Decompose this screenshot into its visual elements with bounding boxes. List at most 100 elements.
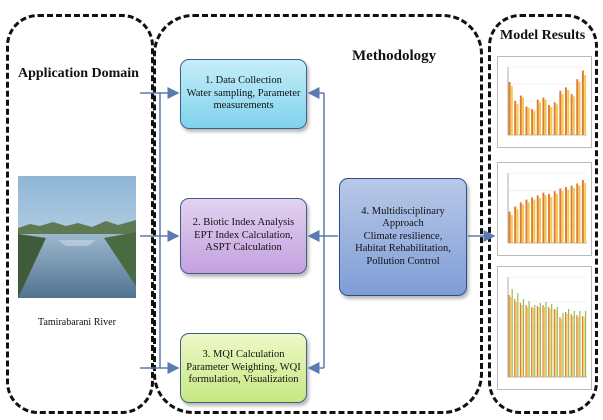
chart-bar bbox=[510, 297, 512, 377]
result-chart-2 bbox=[497, 162, 592, 256]
chart-bar bbox=[564, 312, 567, 377]
chart-bar bbox=[545, 302, 547, 377]
chart-bar bbox=[517, 293, 519, 377]
chart-bar bbox=[572, 187, 575, 243]
step-data-collection: 1. Data Collection Water sampling, Param… bbox=[180, 59, 307, 129]
chart-bar bbox=[561, 94, 564, 135]
chart-bar bbox=[510, 86, 513, 135]
chart-bar bbox=[572, 316, 574, 377]
chart-bar bbox=[532, 308, 534, 377]
chart-bar bbox=[581, 70, 584, 135]
step-line: 3. MQI Calculation bbox=[202, 349, 285, 361]
chart-bar bbox=[508, 211, 511, 243]
chart-bar bbox=[570, 94, 573, 135]
chart-bar bbox=[561, 191, 564, 243]
chart-bar bbox=[573, 311, 575, 377]
chart-bar bbox=[526, 307, 529, 377]
chart-bar bbox=[567, 189, 570, 243]
chart-bar bbox=[584, 75, 587, 135]
chart-bar bbox=[527, 107, 530, 135]
chart-bar bbox=[556, 307, 558, 377]
chart-bar bbox=[579, 311, 581, 377]
chart-bar bbox=[578, 185, 581, 243]
chart-bar bbox=[525, 199, 528, 243]
chart-bar bbox=[539, 303, 541, 377]
chart-axis bbox=[507, 277, 587, 378]
chart-bar bbox=[508, 295, 510, 377]
chart-bar bbox=[514, 299, 516, 377]
chart-bar bbox=[525, 106, 528, 135]
chart-bar bbox=[539, 198, 541, 243]
chart-bar bbox=[531, 109, 534, 135]
chart-bar bbox=[528, 301, 530, 377]
chart-bar bbox=[533, 110, 536, 135]
chart-bar bbox=[510, 215, 513, 243]
chart-bar bbox=[549, 309, 551, 377]
chart-bar bbox=[584, 311, 587, 377]
chart-bar bbox=[568, 309, 570, 377]
result-chart-1 bbox=[497, 56, 592, 148]
chart-bar bbox=[514, 101, 517, 135]
chart-bar bbox=[525, 305, 527, 377]
chart-bar bbox=[516, 103, 519, 135]
chart-bar bbox=[522, 204, 525, 243]
chart-bar bbox=[550, 196, 553, 243]
chart-bar bbox=[576, 183, 579, 243]
step-line: EPT Index Calculation, bbox=[194, 229, 293, 241]
methodology-title: Methodology bbox=[352, 48, 437, 64]
chart-bar bbox=[534, 305, 536, 377]
chart-bar bbox=[553, 191, 556, 243]
chart-bar bbox=[553, 102, 556, 135]
chart-bar bbox=[533, 199, 536, 243]
step-multidisciplinary: 4. Multidisciplinary Approach Climate re… bbox=[339, 178, 467, 296]
chart-bar bbox=[583, 317, 585, 377]
chart-bar bbox=[564, 87, 567, 135]
chart-bar bbox=[536, 195, 539, 243]
chart-bar bbox=[562, 313, 564, 377]
chart-bar bbox=[508, 81, 511, 135]
chart-bar bbox=[564, 187, 567, 243]
chart-bar bbox=[521, 305, 523, 377]
chart-bar bbox=[536, 306, 538, 377]
chart-bar bbox=[519, 303, 522, 377]
chart-bar bbox=[548, 307, 550, 377]
step-line: Approach bbox=[382, 218, 424, 230]
chart-bar bbox=[519, 95, 522, 135]
chart-bar bbox=[553, 309, 555, 377]
step-line: Water sampling, Parameter bbox=[186, 87, 301, 99]
chart-bar bbox=[519, 202, 522, 243]
chart-bar bbox=[559, 188, 562, 243]
step-line: Habitat Rehabilitation, bbox=[355, 243, 451, 255]
chart-bar bbox=[536, 99, 539, 135]
river-photo bbox=[18, 176, 136, 298]
model-results-panel bbox=[488, 14, 598, 414]
application-domain-title: Application Domain bbox=[18, 66, 139, 81]
step-line: 2. Biotic Index Analysis bbox=[192, 217, 295, 229]
chart-bar bbox=[542, 97, 545, 135]
chart-bar bbox=[522, 97, 525, 135]
chart-bar bbox=[515, 302, 517, 377]
chart-bar bbox=[531, 307, 533, 377]
chart-bar bbox=[555, 194, 558, 243]
step-line: 1. Data Collection bbox=[205, 75, 282, 87]
chart-bar bbox=[538, 307, 540, 377]
chart-bar bbox=[578, 81, 581, 135]
step-biotic-index: 2. Biotic Index Analysis EPT Index Calcu… bbox=[180, 198, 307, 274]
step-line: Pollution Control bbox=[366, 255, 440, 267]
chart-bar bbox=[516, 209, 519, 243]
step-line: Climate resilience, bbox=[363, 230, 443, 242]
step-line: ASPT Calculation bbox=[205, 242, 282, 254]
chart-bar bbox=[570, 314, 572, 377]
chart-bar bbox=[576, 315, 578, 377]
chart-bar bbox=[555, 310, 557, 377]
chart-bar bbox=[577, 317, 579, 377]
chart-bar bbox=[542, 192, 545, 243]
chart-bar bbox=[559, 317, 561, 377]
chart-bar bbox=[548, 105, 551, 135]
chart-bar bbox=[584, 182, 587, 243]
step-line: 4. Multidisciplinary bbox=[361, 205, 445, 217]
chart-bar bbox=[544, 99, 547, 135]
step-mqi-calculation: 3. MQI Calculation Parameter Weighting, … bbox=[180, 333, 307, 403]
chart-bar bbox=[550, 107, 553, 135]
river-caption: Tamirabarani River bbox=[38, 317, 116, 328]
